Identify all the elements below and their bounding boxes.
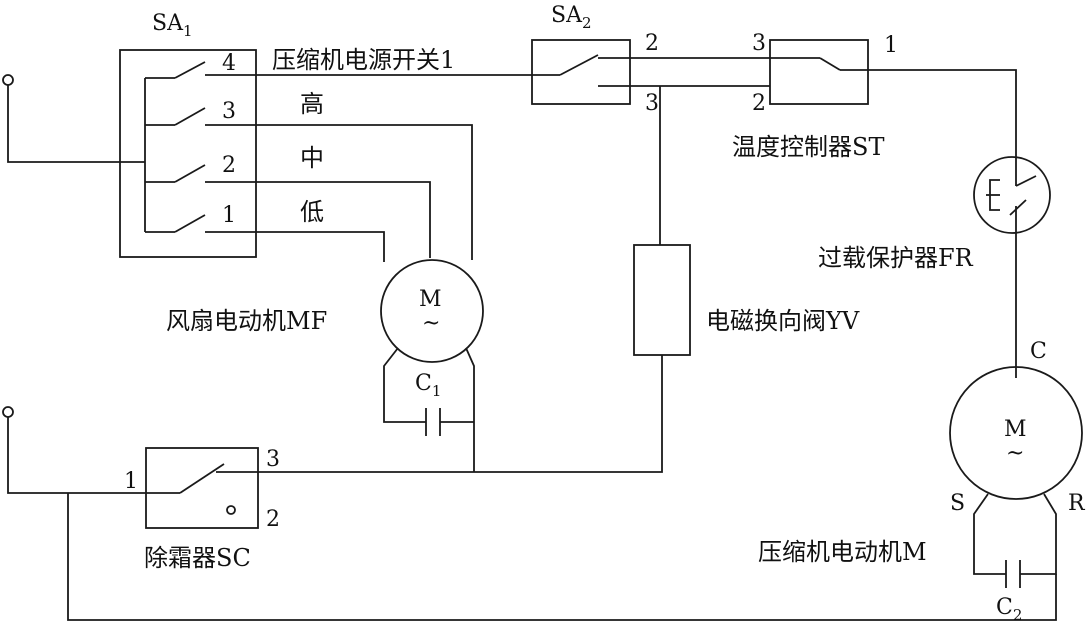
overload-label: 过载保护器FR	[818, 244, 974, 272]
sa1-contact-1: 1	[222, 203, 236, 228]
wire-yv-sc	[474, 355, 663, 473]
sc-terminal-3-label: 3	[266, 447, 280, 472]
compressor-motor-ac: ~	[1006, 441, 1024, 466]
fan-motor-label: 风扇电动机MF	[166, 307, 327, 335]
wire-mid	[256, 181, 431, 258]
thermostat-label: 温度控制器ST	[732, 133, 884, 161]
c1-label: C1	[415, 371, 441, 400]
sa2-label: SA2	[551, 3, 592, 32]
speed-high-label: 高	[300, 90, 324, 118]
wire-high	[256, 124, 473, 260]
fan-motor-circle	[380, 259, 484, 363]
fan-motor-ac: ~	[422, 311, 440, 336]
overload-circle	[973, 156, 1051, 234]
st-terminal-2: 2	[752, 91, 766, 116]
sa1-contact-2: 2	[222, 153, 236, 178]
solenoid-label: 电磁换向阀YV	[706, 307, 860, 335]
wire-feed-sc	[7, 417, 146, 494]
sa1-box	[119, 49, 257, 258]
st-terminal-1: 1	[884, 33, 898, 58]
sa1-switch-4	[145, 61, 256, 79]
fan-motor-symbol: M	[419, 287, 442, 312]
sc-terminal-2-label: 2	[266, 507, 280, 532]
sa1-contact-4: 4	[222, 51, 236, 76]
wire-return	[67, 493, 1057, 621]
sc-terminal-1-label: 1	[124, 469, 138, 494]
defroster-label: 除霜器SC	[144, 544, 251, 572]
speed-low-label: 低	[300, 198, 324, 226]
st-terminal-3: 3	[752, 31, 766, 56]
wire-low	[256, 231, 385, 262]
thermostat-box	[769, 39, 869, 105]
compressor-power-switch-label: 压缩机电源开关1	[272, 46, 455, 74]
sa1-switch-1	[145, 214, 256, 233]
wire-st-fr	[868, 69, 1017, 158]
speed-mid-label: 中	[300, 144, 324, 172]
compressor-motor-symbol: M	[1004, 417, 1027, 442]
sc-terminal-2	[226, 505, 236, 515]
sa1-label: SA1	[152, 11, 193, 40]
sa2-box	[531, 39, 631, 105]
sa2-terminal-3: 3	[645, 91, 659, 116]
sa1-switch-2	[145, 164, 256, 183]
defroster-box	[145, 447, 259, 529]
compressor-terminal-s: S	[950, 491, 965, 516]
compressor-motor-label: 压缩机电动机M	[758, 538, 927, 566]
compressor-motor-circle	[949, 366, 1083, 500]
overload-element	[986, 158, 1037, 232]
sa2-terminal-2: 2	[645, 31, 659, 56]
c2-label: C2	[996, 595, 1022, 624]
power-terminal-top	[2, 74, 14, 86]
compressor-terminal-r: R	[1068, 491, 1086, 516]
wire-feed-sa1	[7, 85, 120, 163]
solenoid-box	[633, 244, 691, 356]
compressor-terminal-c: C	[1030, 339, 1047, 364]
sa1-switch-3	[145, 107, 256, 126]
power-terminal-bottom	[2, 406, 14, 418]
sa1-contact-3: 3	[222, 99, 236, 124]
